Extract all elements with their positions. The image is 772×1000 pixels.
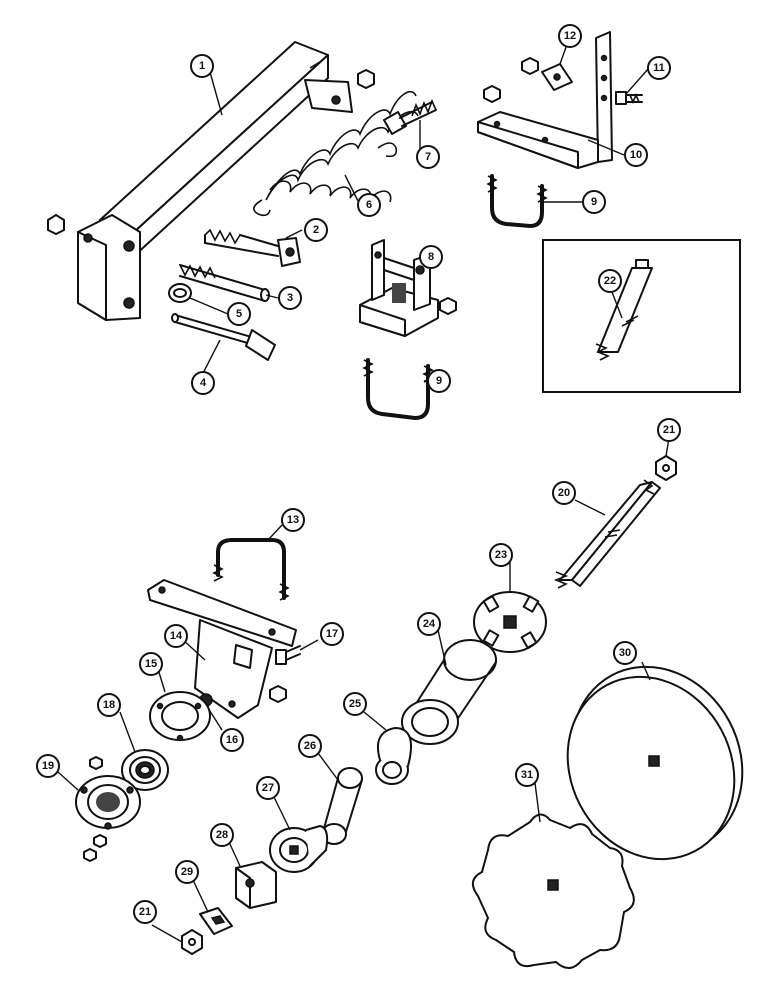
part-30-plain-disc	[566, 665, 744, 861]
callout-30: 30	[613, 641, 637, 665]
callout-19: 19	[36, 754, 60, 778]
callout-9-upper: 9	[582, 190, 606, 214]
part-2-bolt	[204, 228, 301, 267]
part-9-ubolt-lower	[362, 358, 434, 420]
part-19-housing	[75, 756, 141, 862]
callout-label-3: 3	[287, 292, 293, 304]
callout-label-28: 28	[216, 829, 228, 841]
part-26-tube	[321, 767, 363, 845]
callout-label-21-lower: 21	[139, 906, 151, 918]
part-28-block	[235, 861, 277, 909]
callout-label-11: 11	[653, 62, 665, 74]
callout-21-upper: 21	[657, 418, 681, 442]
callout-label-9-lower: 9	[436, 375, 442, 387]
callout-label-25: 25	[349, 698, 361, 710]
callout-29: 29	[175, 860, 199, 884]
part-23-spool	[473, 591, 547, 653]
callout-6: 6	[357, 193, 381, 217]
callout-label-16: 16	[226, 734, 238, 746]
callout-26: 26	[298, 734, 322, 758]
part-24-spool	[401, 639, 497, 745]
callout-31: 31	[515, 763, 539, 787]
leader-lines	[57, 35, 670, 943]
part-4-pin	[171, 313, 276, 361]
callout-9-lower: 9	[427, 369, 451, 393]
callout-label-29: 29	[181, 866, 193, 878]
callout-label-8: 8	[428, 251, 434, 263]
callout-label-12: 12	[564, 30, 576, 42]
callout-label-23: 23	[495, 549, 507, 561]
callout-label-18: 18	[103, 699, 115, 711]
callout-23: 23	[489, 543, 513, 567]
callout-8: 8	[419, 245, 443, 269]
callout-label-15: 15	[145, 658, 157, 670]
callout-label-2: 2	[313, 224, 319, 236]
callout-label-21-upper: 21	[663, 424, 675, 436]
part-21-nut-lower	[181, 929, 203, 955]
callout-label-30: 30	[619, 647, 631, 659]
callout-24: 24	[417, 612, 441, 636]
part-8-bracket	[359, 239, 457, 337]
part-20-shaft	[553, 479, 661, 589]
callout-18: 18	[97, 693, 121, 717]
callout-28: 28	[210, 823, 234, 847]
callout-label-31: 31	[521, 769, 533, 781]
part-31-notched-disc	[471, 813, 635, 969]
part-1-beam	[47, 41, 375, 321]
callout-4: 4	[191, 371, 215, 395]
inset-part-22	[542, 239, 741, 393]
callout-22: 22	[598, 269, 622, 293]
callout-label-1: 1	[199, 60, 205, 72]
callout-label-13: 13	[287, 514, 299, 526]
callout-label-26: 26	[304, 740, 316, 752]
callout-11: 11	[647, 56, 671, 80]
callout-5: 5	[227, 302, 251, 326]
callout-label-10: 10	[630, 149, 642, 161]
callout-12: 12	[558, 24, 582, 48]
part-12-square-nut	[483, 57, 573, 103]
callout-16: 16	[220, 728, 244, 752]
callout-label-24: 24	[423, 618, 436, 630]
part-5-clip	[168, 283, 192, 303]
callout-label-22: 22	[604, 275, 616, 287]
callout-10: 10	[624, 143, 648, 167]
callout-13: 13	[281, 508, 305, 532]
callout-7: 7	[416, 145, 440, 169]
part-15-flange	[149, 691, 211, 742]
callout-25: 25	[343, 692, 367, 716]
callout-21-lower: 21	[133, 900, 157, 924]
part-7-bolt	[383, 98, 437, 135]
part-17-bolt	[275, 645, 301, 665]
callout-label-14: 14	[170, 630, 183, 642]
callout-14: 14	[164, 624, 188, 648]
part-29-washer	[199, 907, 233, 935]
callout-17: 17	[320, 622, 344, 646]
callout-label-7: 7	[425, 151, 431, 163]
part-18-bearing	[121, 749, 169, 791]
part-9-ubolt-upper	[486, 174, 548, 228]
callout-label-6: 6	[366, 199, 372, 211]
part-10-l-bracket	[477, 31, 613, 169]
callout-label-27: 27	[262, 782, 274, 794]
callout-15: 15	[139, 652, 163, 676]
callout-label-20: 20	[558, 487, 570, 499]
part-11-bolt	[615, 91, 643, 105]
callout-label-17: 17	[326, 628, 338, 640]
callout-label-19: 19	[42, 760, 54, 772]
part-21-nut-upper	[655, 455, 677, 481]
callout-label-5: 5	[236, 308, 242, 320]
part-27-bushing	[269, 825, 329, 873]
callout-3: 3	[278, 286, 302, 310]
callout-2: 2	[304, 218, 328, 242]
part-13-ubolt	[212, 538, 290, 601]
callout-27: 27	[256, 776, 280, 800]
callout-1: 1	[190, 54, 214, 78]
callout-20: 20	[552, 481, 576, 505]
part-14-plate	[147, 579, 297, 719]
part-25-cone	[375, 727, 412, 785]
part-3-rod	[179, 264, 270, 302]
callout-label-4: 4	[200, 377, 207, 389]
callout-label-9-upper: 9	[591, 196, 597, 208]
